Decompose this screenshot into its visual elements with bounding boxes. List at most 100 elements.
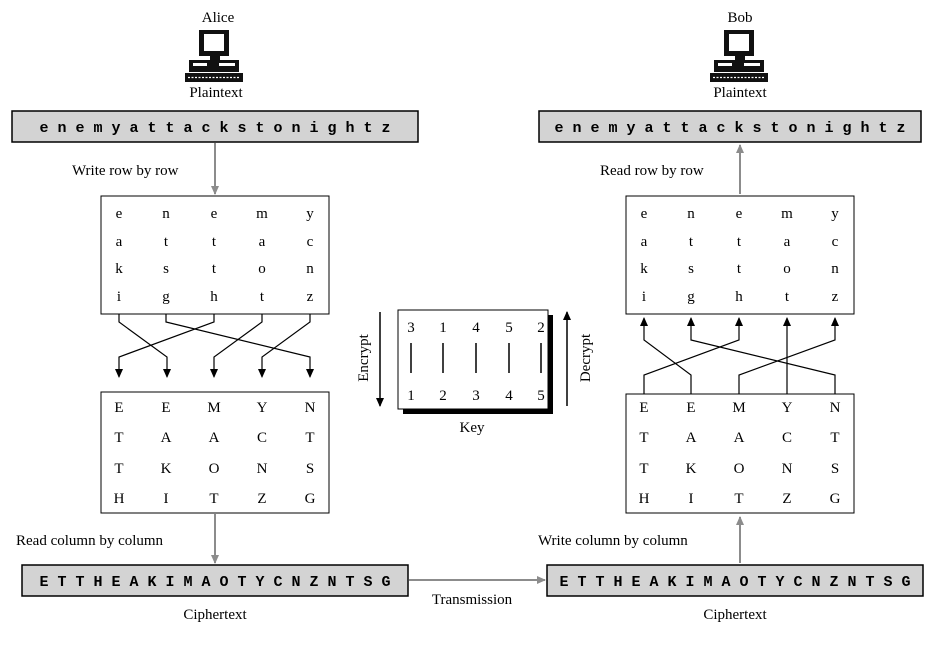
alice-grid-cell: g	[162, 289, 170, 305]
bob-cipher-cell: Z	[782, 491, 791, 507]
key-mapping-bars	[410, 343, 542, 373]
bob-cipher-cell: E	[639, 400, 648, 416]
bob-grid-cell: a	[641, 234, 648, 250]
bob-cipher-cell: O	[734, 461, 745, 477]
alice-grid-cell: a	[116, 234, 123, 250]
alice-plaintext-grid	[100, 195, 330, 315]
bob-grid-cell: a	[784, 234, 791, 250]
alice-name: Alice	[202, 10, 235, 26]
alice-cipher-cell: S	[306, 461, 314, 477]
alice-write-label: Write row by row	[72, 163, 179, 179]
bob-cipher-cell: Y	[782, 400, 793, 416]
key-bottom-value: 3	[472, 388, 480, 404]
alice-cipher-cell: Y	[257, 400, 268, 416]
alice-plaintext-box	[11, 110, 419, 143]
alice-grid-cell: a	[259, 234, 266, 250]
alice-cipher-cell: I	[164, 491, 169, 507]
bob-ciphertext-text: E T T H E A K I M A O T Y C N Z N T S G	[559, 574, 910, 591]
alice-grid-cell: s	[163, 261, 169, 277]
alice-cipher-cell: T	[114, 461, 123, 477]
alice-cipher-cell: E	[161, 400, 170, 416]
key-top-value: 3	[407, 320, 415, 336]
key-label: Key	[460, 420, 485, 436]
alice-grid-cell: e	[116, 206, 123, 222]
bob-cipher-cell: E	[686, 400, 695, 416]
alice-grid-cell: t	[212, 234, 217, 250]
alice-grid-cell: e	[211, 206, 218, 222]
alice-grid-cell: t	[260, 289, 265, 305]
alice-permutation-lines	[115, 314, 314, 378]
bob-ciphertext-label: Ciphertext	[703, 607, 767, 623]
bob-grid-cell: z	[832, 289, 839, 305]
bob-cipher-cell: N	[830, 400, 841, 416]
bob-cipher-cell: T	[734, 491, 743, 507]
bob-cipher-cell: A	[686, 430, 697, 446]
bob-plaintext-text: e n e m y a t t a c k s t o n i g h t z	[554, 120, 905, 137]
alice-ciphertext-text: E T T H E A K I M A O T Y C N Z N T S G	[39, 574, 390, 591]
alice-cipher-cell: K	[161, 461, 172, 477]
bob-grid-cell: n	[687, 206, 695, 222]
bob-name: Bob	[727, 10, 752, 26]
alice-cipher-cell: Z	[257, 491, 266, 507]
alice-grid-cell: k	[115, 261, 123, 277]
bob-cipher-cell: S	[831, 461, 839, 477]
alice-grid-cell: o	[258, 261, 266, 277]
bob-grid-cell: k	[640, 261, 648, 277]
alice-grid-cell: h	[210, 289, 218, 305]
alice-plaintext-label: Plaintext	[189, 85, 243, 101]
bob-grid-cell: e	[736, 206, 743, 222]
bob-grid-cell: n	[831, 261, 839, 277]
alice-cipher-cell: A	[209, 430, 220, 446]
bob-grid-cell: m	[781, 206, 793, 222]
bob-cipher-cell: T	[639, 461, 648, 477]
bob-cipher-cell: I	[689, 491, 694, 507]
alice-grid-cell: c	[307, 234, 314, 250]
bob-permutation-lines	[640, 317, 839, 394]
alice-cipher-cell: H	[114, 491, 125, 507]
bob-grid-cell: t	[689, 234, 694, 250]
key-bottom-value: 4	[505, 388, 513, 404]
bob-grid-cell: t	[785, 289, 790, 305]
bob-read-label: Read row by row	[600, 163, 704, 179]
alice-cipher-cell: T	[305, 430, 314, 446]
alice-read-label: Read column by column	[16, 533, 164, 549]
bob-cipher-cell: A	[734, 430, 745, 446]
bob-grid-cell: c	[832, 234, 839, 250]
alice-grid-cell: n	[162, 206, 170, 222]
alice-cipher-cell: A	[161, 430, 172, 446]
bob-grid-cell: t	[737, 261, 742, 277]
alice-ciphertext-box	[21, 564, 409, 597]
bob-grid-cell: i	[642, 289, 646, 305]
bob-cipher-cell: H	[639, 491, 650, 507]
bob-grid-cell: o	[783, 261, 791, 277]
alice-cipher-cell: E	[114, 400, 123, 416]
bob-grid-cell: h	[735, 289, 743, 305]
encrypt-label: Encrypt	[356, 333, 372, 381]
alice-cipher-grid	[100, 391, 330, 514]
key-bottom-value: 5	[537, 388, 545, 404]
key-top-value: 5	[505, 320, 513, 336]
bob-grid-cell: s	[688, 261, 694, 277]
bob-cipher-cell: T	[830, 430, 839, 446]
alice-cipher-cell: C	[257, 430, 267, 446]
bob-grid-cell: e	[641, 206, 648, 222]
decrypt-label: Decrypt	[578, 333, 594, 382]
alice-grid-cell: z	[307, 289, 314, 305]
bob-cipher-cell: K	[686, 461, 697, 477]
bob-plaintext-grid	[625, 195, 855, 315]
bob-cipher-grid	[625, 393, 855, 514]
transmission-label: Transmission	[432, 592, 513, 608]
alice-grid-cell: t	[212, 261, 217, 277]
bob-grid-cell: t	[737, 234, 742, 250]
bob-cipher-cell: G	[830, 491, 841, 507]
alice-cipher-cell: O	[209, 461, 220, 477]
alice-cipher-cell: G	[305, 491, 316, 507]
alice-plaintext-text: e n e m y a t t a c k s t o n i g h t z	[39, 120, 390, 137]
alice-cipher-cell: N	[305, 400, 316, 416]
alice-grid-cell: n	[306, 261, 314, 277]
bob-grid-cell: y	[831, 206, 839, 222]
key-top-value: 1	[439, 320, 447, 336]
bob-plaintext-label: Plaintext	[713, 85, 767, 101]
bob-computer-icon	[709, 29, 769, 83]
bob-cipher-cell: T	[639, 430, 648, 446]
